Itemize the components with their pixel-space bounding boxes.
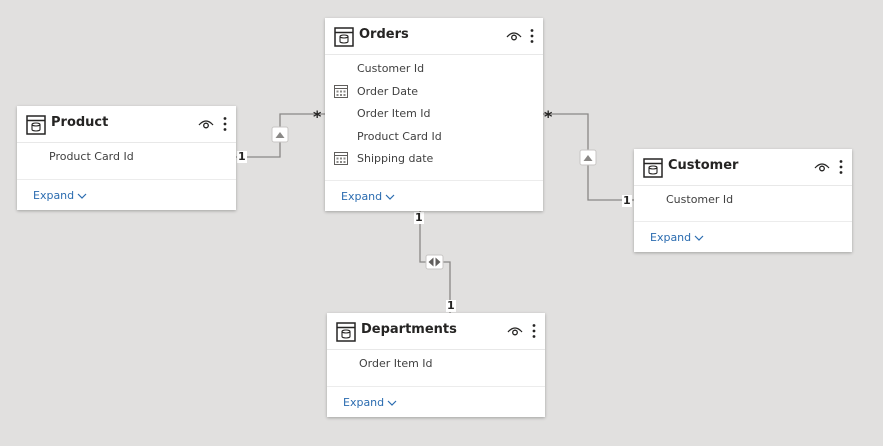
chevron-down-icon <box>77 193 87 199</box>
eye-icon[interactable] <box>814 160 830 174</box>
more-options-icon[interactable] <box>838 159 844 175</box>
table-title: Customer <box>668 158 739 173</box>
table-title: Product <box>51 115 109 130</box>
eye-icon[interactable] <box>507 324 523 338</box>
calendar-icon <box>334 152 348 165</box>
field-row[interactable]: Product Card Id <box>17 145 236 168</box>
filter-direction-icon[interactable] <box>271 126 289 143</box>
field-label: Product Card Id <box>357 129 442 143</box>
field-row[interactable]: Customer Id <box>634 188 852 211</box>
expand-button[interactable]: Expand <box>33 189 87 202</box>
orders-table-card[interactable]: Orders Customer Id Order Date Order Item… <box>325 18 543 211</box>
field-row[interactable]: Order Item Id <box>325 102 543 125</box>
chevron-down-icon <box>694 235 704 241</box>
field-list: Product Card Id <box>17 143 236 168</box>
field-label: Customer Id <box>666 193 734 206</box>
eye-icon[interactable] <box>506 29 522 43</box>
field-label: Order Item Id <box>357 107 431 120</box>
field-list: Order Item Id <box>327 350 545 375</box>
card-footer: Expand <box>327 386 545 417</box>
more-options-icon[interactable] <box>222 116 228 132</box>
expand-label: Expand <box>33 189 75 202</box>
cardinality-one-label: 1 <box>237 150 247 163</box>
more-options-icon[interactable] <box>529 28 535 44</box>
calendar-icon <box>334 84 348 98</box>
field-label: Customer Id <box>357 62 425 75</box>
card-header[interactable]: Orders <box>325 18 543 55</box>
cardinality-one-label: 1 <box>622 194 632 207</box>
table-icon <box>643 158 663 178</box>
expand-button[interactable]: Expand <box>343 396 397 409</box>
cardinality-many-label: * <box>313 107 322 126</box>
chevron-down-icon <box>387 400 397 406</box>
field-row[interactable]: Shipping date <box>325 147 543 170</box>
field-label: Product Card Id <box>49 150 134 163</box>
cardinality-one-label: 1 <box>446 299 456 312</box>
eye-icon[interactable] <box>198 117 214 131</box>
card-footer: Expand <box>634 221 852 252</box>
field-row[interactable]: Customer Id <box>325 57 543 80</box>
table-icon <box>334 27 354 47</box>
card-header[interactable]: Customer <box>634 149 852 186</box>
card-footer: Expand <box>17 179 236 210</box>
field-row[interactable]: Order Date <box>325 80 543 103</box>
field-label: Order Item Id <box>359 357 433 370</box>
table-icon <box>26 115 46 135</box>
more-options-icon[interactable] <box>531 323 537 339</box>
field-row[interactable]: Order Item Id <box>327 352 545 375</box>
chevron-down-icon <box>385 194 395 200</box>
expand-label: Expand <box>650 231 692 244</box>
field-label: Shipping date <box>357 152 434 165</box>
card-footer: Expand <box>325 180 543 211</box>
table-title: Departments <box>361 322 457 337</box>
expand-label: Expand <box>343 396 385 409</box>
field-list: Customer Id <box>634 186 852 211</box>
customer-table-card[interactable]: Customer Customer Id Expand <box>634 149 852 252</box>
field-row[interactable]: Product Card Id <box>325 125 543 148</box>
expand-button[interactable]: Expand <box>341 190 395 203</box>
field-list: Customer Id Order Date Order Item Id Pro… <box>325 55 543 170</box>
card-header[interactable]: Departments <box>327 313 545 350</box>
cardinality-one-label: 1 <box>414 211 424 224</box>
card-header[interactable]: Product <box>17 106 236 143</box>
bidirectional-filter-icon[interactable] <box>425 254 444 270</box>
expand-label: Expand <box>341 190 383 203</box>
field-label: Order Date <box>357 84 419 98</box>
product-table-card[interactable]: Product Product Card Id Expand <box>17 106 236 210</box>
cardinality-many-label: * <box>544 107 553 126</box>
filter-direction-icon[interactable] <box>579 149 597 166</box>
departments-table-card[interactable]: Departments Order Item Id Expand <box>327 313 545 417</box>
expand-button[interactable]: Expand <box>650 231 704 244</box>
table-title: Orders <box>359 27 409 42</box>
table-icon <box>336 322 356 342</box>
